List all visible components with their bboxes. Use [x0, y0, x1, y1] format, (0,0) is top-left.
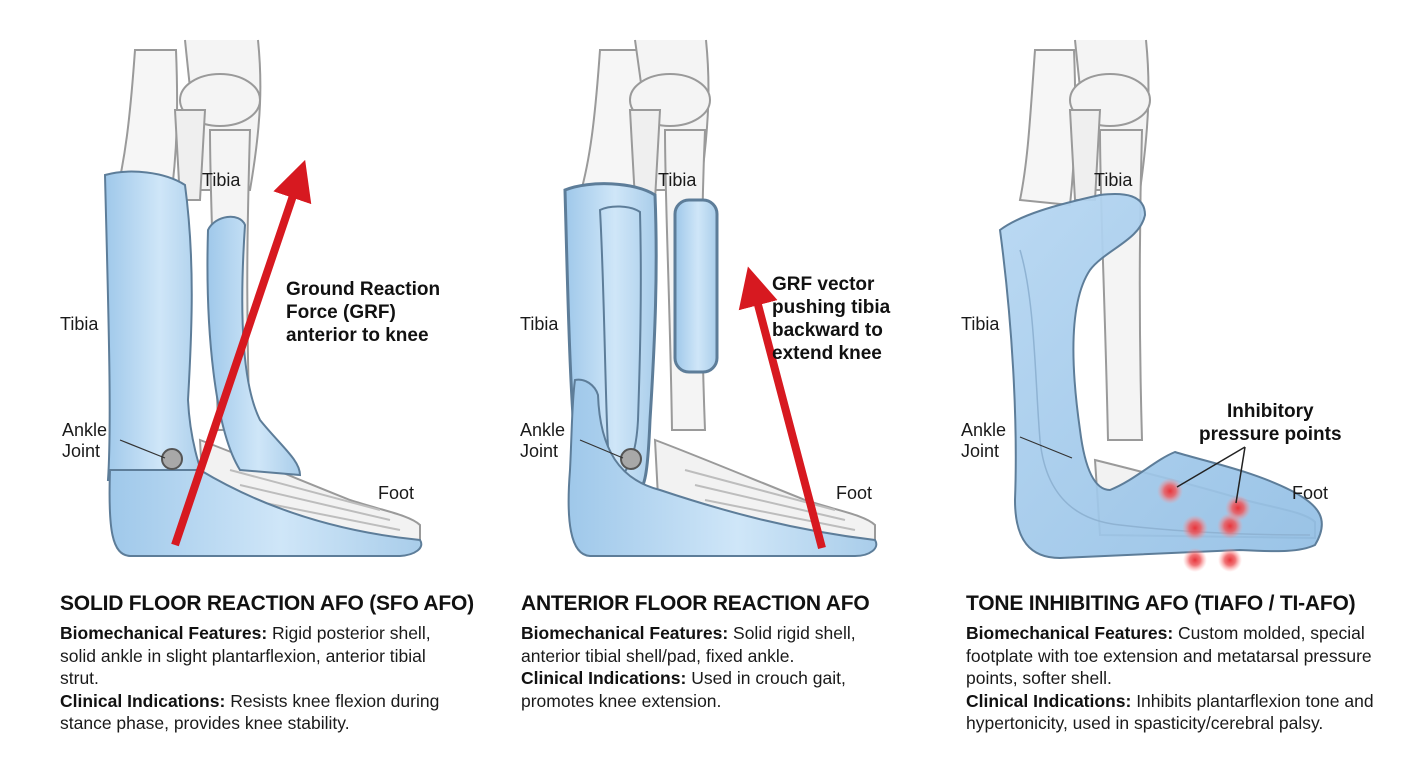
sfo-brace [103, 170, 423, 557]
features-paragraph: Biomechanical Features: Solid rigid shel… [521, 622, 916, 667]
features-label: Biomechanical Features: [966, 623, 1174, 643]
indications-label: Clinical Indications: [60, 690, 226, 711]
pressure-callout: Inhibitory pressure points [1199, 401, 1342, 445]
anterior-brace [563, 182, 878, 557]
features-text: Solid rigid shell, anterior tibial shell… [521, 623, 856, 666]
ankle-leader-line [1019, 436, 1073, 459]
label-tibia-side: Tibia [60, 314, 99, 334]
panel-title: TONE INHIBITING AFO (TIAFO / TI-AFO) [966, 592, 1356, 615]
tiafo-illustration [998, 39, 1323, 572]
features-paragraph: Biomechanical Features: Rigid posterior … [60, 622, 460, 690]
indications-label: Clinical Indications: [521, 668, 687, 688]
features-label: Biomechanical Features: [60, 623, 268, 643]
sfo-afo-illustration [103, 39, 423, 557]
grf-arrow [171, 159, 312, 547]
label-tibia-top: Tibia [1094, 170, 1133, 190]
tiafo-brace [998, 193, 1323, 560]
grf-arrow [738, 266, 826, 550]
indications-paragraph: Clinical Indications: Inhibits plantarfl… [966, 690, 1376, 735]
indications-text: Resists knee flexion during stance phase… [60, 690, 440, 734]
indications-label: Clinical Indications: [966, 690, 1132, 711]
label-tibia-side: Tibia [961, 314, 1000, 334]
ankle-joint-icon [620, 448, 642, 470]
label-foot: Foot [1292, 483, 1329, 503]
label-ankle-joint: Ankle Joint [961, 420, 1007, 461]
pressure-point [1183, 548, 1207, 572]
description-block: SOLID FLOOR REACTION AFO (SFO AFO) Biome… [60, 592, 474, 735]
pressure-point [1218, 548, 1242, 572]
indications-text: Used in crouch gait, promotes knee exten… [521, 668, 846, 711]
indications-text: Inhibits plantarflexion tone and hyperto… [966, 690, 1374, 734]
description-block: ANTERIOR FLOOR REACTION AFO Biomechanica… [521, 592, 916, 712]
features-text: Custom molded, special footplate with to… [966, 623, 1372, 688]
pressure-leader-lines [1176, 446, 1246, 504]
ankle-joint-icon [161, 448, 183, 470]
label-ankle-joint: Ankle Joint [520, 420, 566, 461]
ankle-leader-line [119, 439, 166, 459]
indications-paragraph: Clinical Indications: Used in crouch gai… [521, 667, 916, 712]
grf-callout: GRF vector pushing tibia backward to ext… [772, 274, 891, 364]
features-paragraph: Biomechanical Features: Custom molded, s… [966, 622, 1376, 690]
grf-callout: Ground Reaction Force (GRF) anterior to … [286, 279, 441, 346]
label-foot: Foot [378, 483, 415, 503]
panel-sfo-afo: Tibia Tibia Ankle Joint Foot Ground Reac… [0, 0, 474, 768]
indications-paragraph: Clinical Indications: Resists knee flexi… [60, 690, 460, 735]
pressure-points [1157, 478, 1251, 572]
pressure-point [1182, 515, 1208, 541]
anterior-tibial-pad [673, 198, 719, 374]
features-text: Rigid posterior shell, solid ankle in sl… [60, 623, 431, 688]
panel-title: SOLID FLOOR REACTION AFO (SFO AFO) [60, 592, 474, 615]
label-tibia-side: Tibia [520, 314, 559, 334]
description-block: TONE INHIBITING AFO (TIAFO / TI-AFO) Bio… [966, 592, 1376, 735]
label-tibia-top: Tibia [202, 170, 241, 190]
panel-tone-inhibiting-afo: Tibia Tibia Ankle Joint Foot Inhibitory … [920, 0, 1408, 768]
anterior-afo-illustration [563, 39, 878, 557]
label-tibia-top: Tibia [658, 170, 697, 190]
pressure-point [1225, 495, 1251, 521]
features-label: Biomechanical Features: [521, 623, 729, 643]
label-ankle-joint: Ankle Joint [62, 420, 108, 461]
ankle-leader-line [579, 439, 624, 459]
label-foot: Foot [836, 483, 873, 503]
panel-anterior-afo: Tibia Tibia Ankle Joint Foot GRF vector … [460, 0, 920, 768]
pressure-point [1157, 478, 1183, 504]
panel-title: ANTERIOR FLOOR REACTION AFO [521, 592, 870, 615]
